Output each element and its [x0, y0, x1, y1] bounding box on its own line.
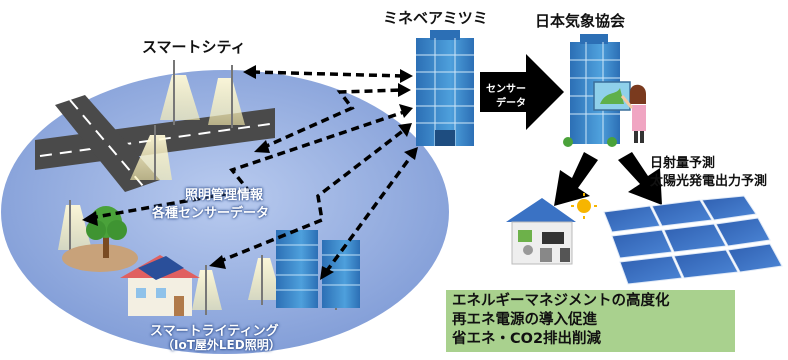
sensor-data-arrow	[480, 54, 564, 130]
benefits-box: エネルギーマネジメントの高度化 再エネ電源の導入促進 省エネ・CO2排出削減	[446, 290, 735, 352]
forecast-line2: 太陽光発電出力予測	[650, 174, 768, 189]
lighting-info-line2: 各種センサーデータ	[152, 206, 270, 221]
smart-lighting-line1: スマートライティング	[150, 324, 279, 339]
sensor-label-line1: センサー	[486, 84, 526, 95]
jwa-title: 日本気象協会	[535, 12, 626, 30]
city-park	[62, 206, 138, 272]
city-house	[120, 255, 200, 316]
sun-icon	[571, 193, 597, 219]
forecast-arrows	[554, 152, 662, 206]
minebea-building	[416, 30, 474, 146]
benefit-item: エネルギーマネジメントの高度化	[452, 293, 670, 309]
smart-lighting-line2: （IoT屋外LED照明）	[162, 338, 281, 352]
benefit-item: 再エネ電源の導入促進	[452, 312, 597, 328]
lighting-info-line1: 照明管理情報	[185, 188, 264, 203]
smart-city-title: スマートシティ	[142, 38, 246, 56]
weather-presenter	[593, 81, 646, 143]
communication-links	[89, 70, 414, 274]
solar-farm	[603, 195, 783, 285]
benefit-item: 省エネ・CO2排出削減	[452, 331, 602, 347]
sensor-label-line2: データ	[496, 98, 526, 109]
solar-home	[506, 198, 576, 265]
minebea-title: ミネベアミツミ	[383, 9, 488, 27]
communication-arrowheads	[82, 65, 418, 280]
city-buildings	[276, 230, 360, 308]
forecast-line1: 日射量予測	[650, 156, 716, 171]
